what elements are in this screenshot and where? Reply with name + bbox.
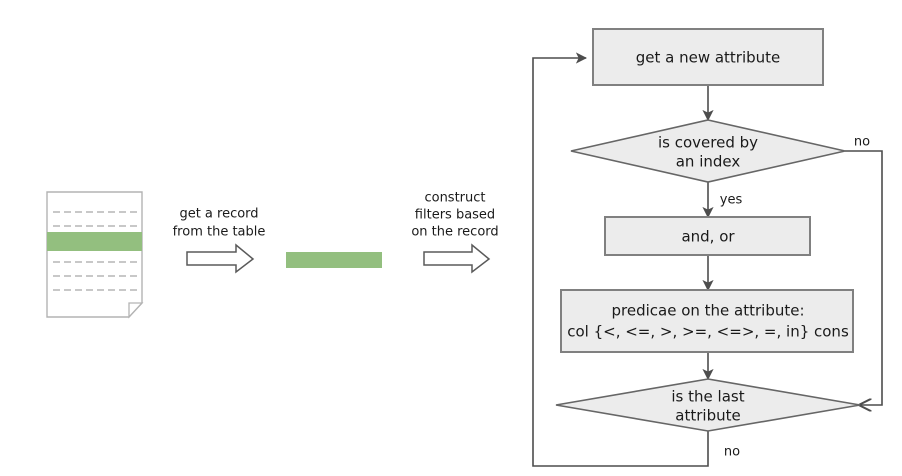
step-get-record-line-1: get a record [179,207,258,222]
step-construct-filters-line-2: filters based [415,208,495,223]
edge-label-covered-no: no [854,135,870,150]
block-arrow-1 [186,243,255,274]
node-and-or[interactable]: and, or [604,216,811,256]
node-is-the-last-label-line-1: is the last [671,388,744,406]
node-is-the-last-label-line-2: attribute [675,407,740,425]
node-is-covered-label-line-1: is covered by [658,134,758,152]
node-predicate-label-line-1: predicae on the attribute: [611,302,804,320]
step-construct-filters-line-3: on the record [411,225,498,240]
node-predicate-on-attribute[interactable]: predicae on the attribute: col {<, <=, >… [560,289,854,353]
node-get-new-attribute[interactable]: get a new attribute [592,28,824,86]
edge-label-covered-yes: yes [720,193,743,208]
node-and-or-label: and, or [681,228,735,246]
node-is-covered-by-an-index[interactable]: is covered by an index [570,119,846,183]
step-construct-filters: construct filters based on the record [411,191,499,274]
edge-label-last-attribute-no: no [724,445,740,460]
document-highlighted-row [47,232,142,251]
node-predicate-label-line-2: col {<, <=, >, >=, <=>, =, in} cons [567,323,849,341]
edge-last-no-loopback [532,52,709,467]
edge-covered-no-to-last [845,150,883,405]
node-is-covered-label-line-2: an index [676,153,741,171]
node-is-the-last-attribute[interactable]: is the last attribute [555,378,861,432]
extracted-record-bar [286,252,382,268]
step-get-record: get a record from the table [173,207,266,274]
node-get-new-attribute-label: get a new attribute [636,49,781,67]
block-arrow-2 [423,243,491,274]
table-document-icon [46,191,144,319]
step-get-record-line-2: from the table [173,225,266,240]
step-construct-filters-line-1: construct [424,191,485,206]
